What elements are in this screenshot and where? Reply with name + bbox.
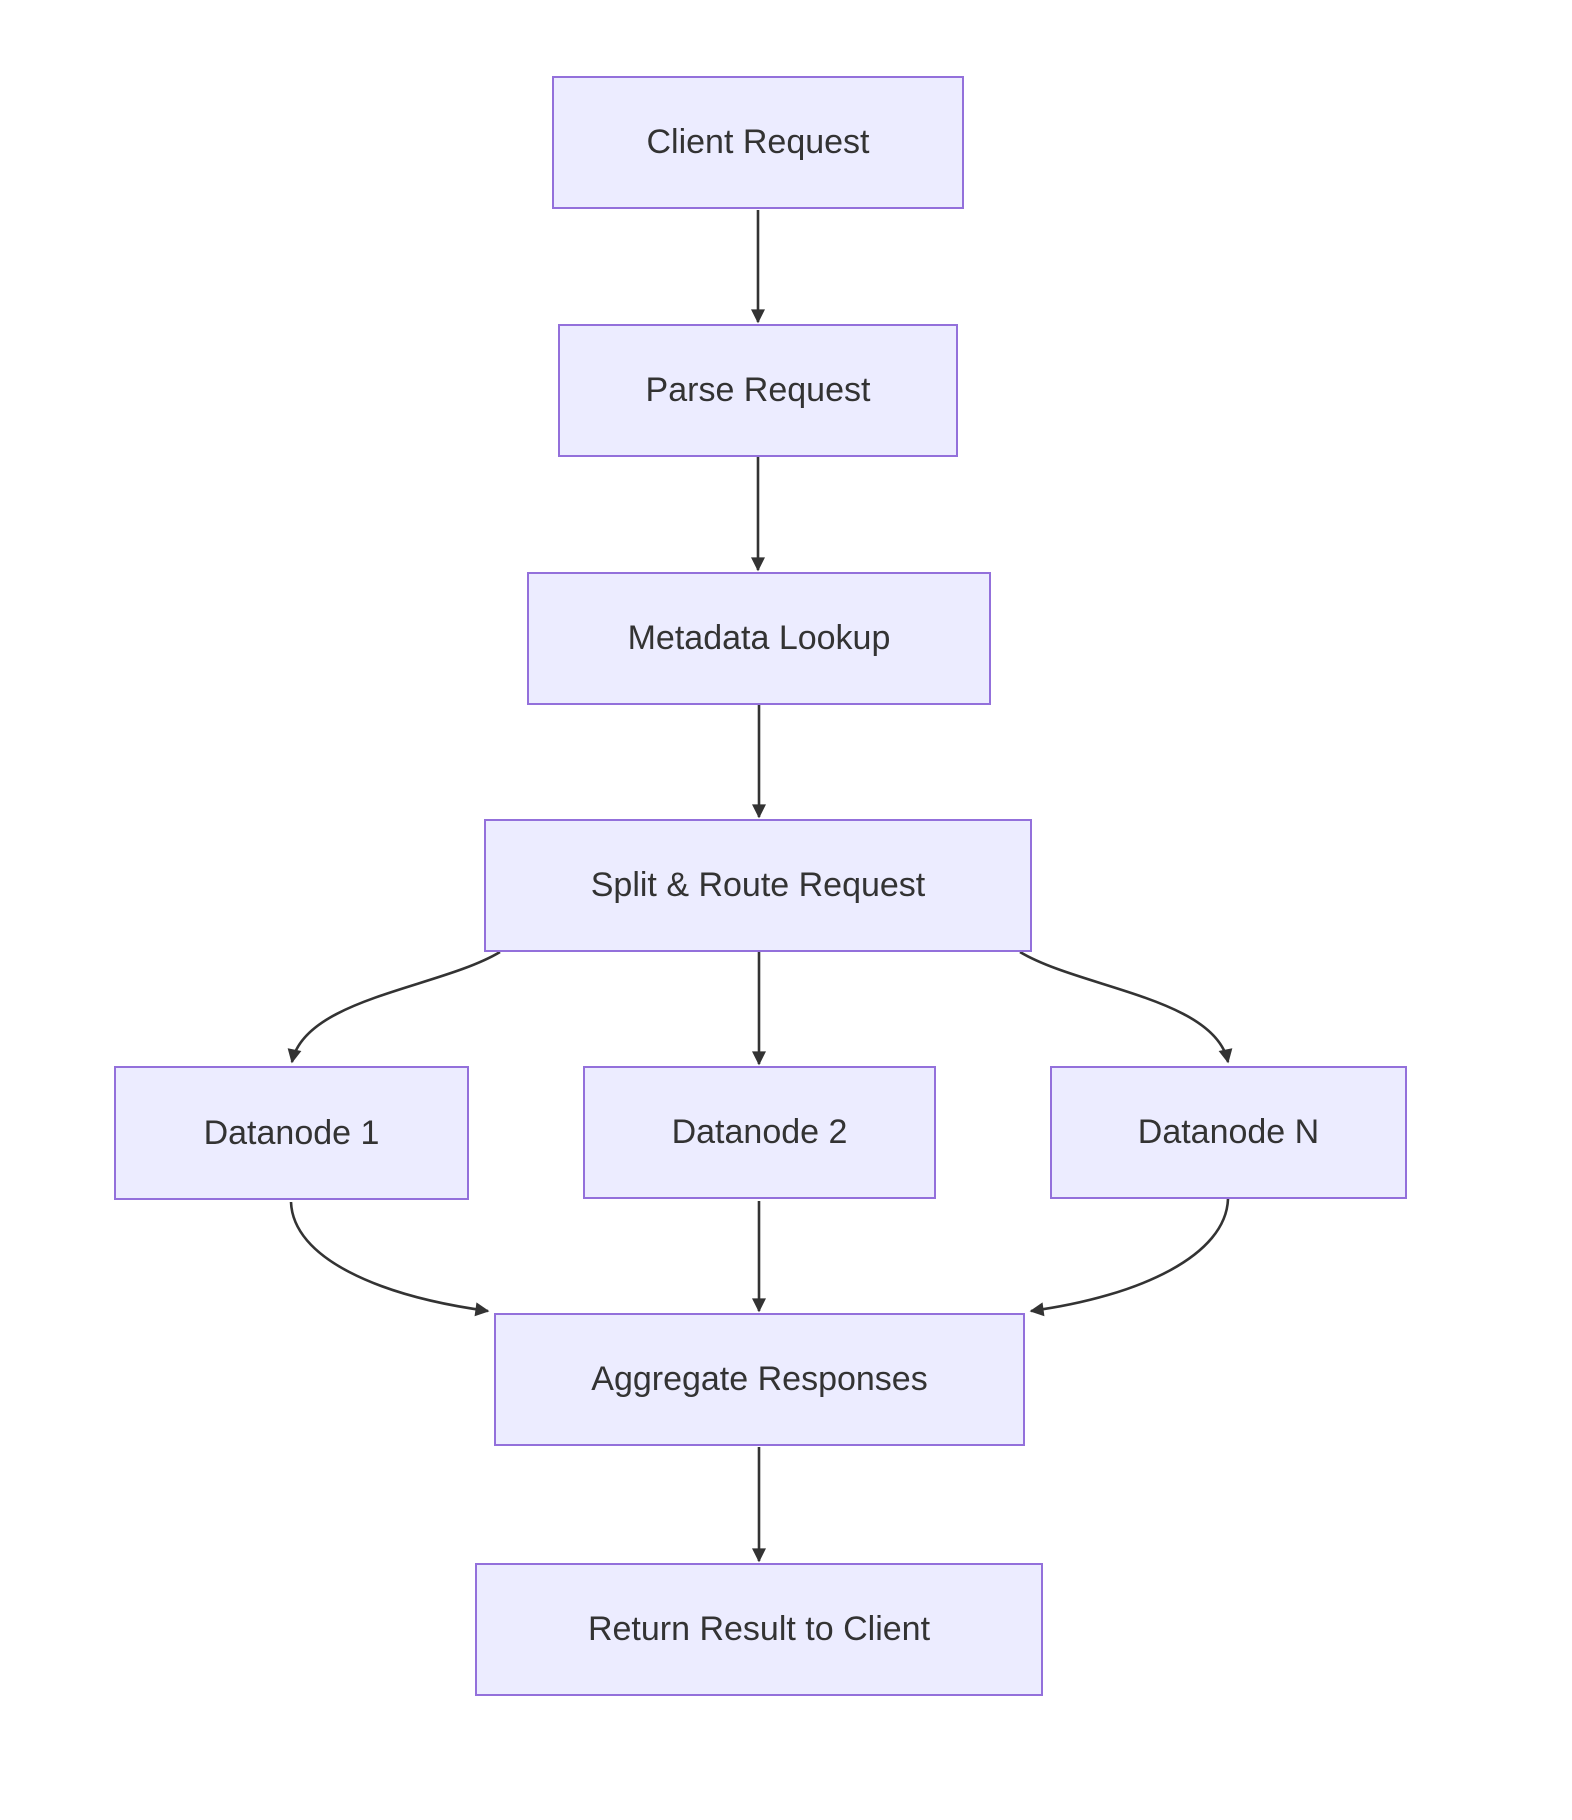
- node-datanode-1: Datanode 1: [114, 1066, 469, 1200]
- edge-datanode1-to-aggregate: [289, 1201, 490, 1317]
- node-label: Datanode 2: [671, 1113, 848, 1152]
- edge-split-to-datanodeN: [1019, 950, 1233, 1064]
- node-datanode-n: Datanode N: [1050, 1066, 1407, 1199]
- node-datanode-2: Datanode 2: [583, 1066, 936, 1199]
- node-label: Datanode 1: [203, 1113, 380, 1152]
- node-label: Parse Request: [645, 371, 871, 410]
- edge-datanodeN-to-aggregate: [1029, 1198, 1230, 1317]
- node-aggregate-responses: Aggregate Responses: [494, 1313, 1025, 1446]
- node-label: Aggregate Responses: [591, 1360, 928, 1399]
- node-label: Metadata Lookup: [627, 619, 891, 658]
- node-client-request: Client Request: [552, 76, 964, 209]
- node-split-route-request: Split & Route Request: [484, 819, 1032, 952]
- node-metadata-lookup: Metadata Lookup: [527, 572, 991, 705]
- edge-split-to-datanode1: [287, 950, 501, 1064]
- node-return-result-to-client: Return Result to Client: [475, 1563, 1043, 1696]
- node-label: Split & Route Request: [590, 866, 926, 905]
- node-parse-request: Parse Request: [558, 324, 958, 457]
- node-label: Return Result to Client: [587, 1610, 931, 1649]
- node-label: Client Request: [646, 123, 870, 162]
- node-label: Datanode N: [1137, 1113, 1320, 1152]
